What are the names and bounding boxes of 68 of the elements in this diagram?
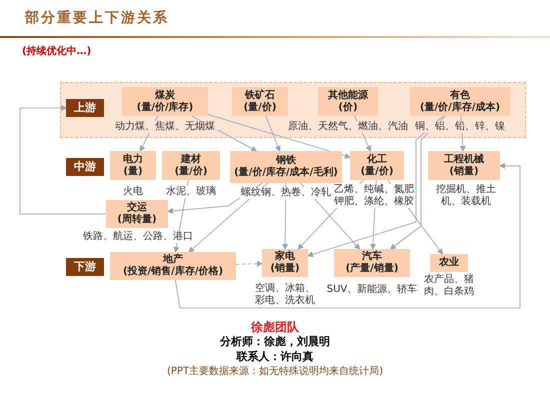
sector-box [334, 249, 410, 277]
tier-tag [66, 158, 104, 176]
credit-line: 分析师：徐彪，刘晨明 [219, 334, 331, 350]
indicator-text: (量/价/库存/成本) [420, 102, 500, 114]
indicator-text: (量/价) [174, 166, 208, 178]
indicator-text: (量/价) [244, 102, 276, 114]
source-note: (PPT主要数据来源：如无特殊说明均来自统计局) [166, 364, 384, 379]
sector-box [110, 252, 236, 280]
sector-name: 工程机械 [444, 154, 484, 166]
sector-name: 建材 [181, 154, 201, 166]
product-list: 动力煤、焦煤、无烟煤 [112, 121, 218, 133]
title: 部分重要上下游关系 [25, 8, 169, 28]
sector-name: 有色 [450, 90, 470, 101]
sector-box [318, 87, 378, 116]
arrow [265, 116, 281, 152]
product-list: 原油、天然气、燃油、汽油 [287, 121, 409, 133]
sector-name: 电力 [123, 154, 143, 166]
arrow [208, 114, 351, 159]
tier-tag [66, 99, 104, 117]
arrow [307, 116, 444, 258]
indicator-text: (量/价/库存/成本/毛利) [234, 167, 338, 179]
product-list: 农产品、猪肉、白条鸡 [422, 274, 476, 298]
sector-box [230, 151, 342, 183]
sector-box [410, 87, 510, 116]
sector-box [162, 151, 220, 180]
sector-box [110, 151, 156, 180]
arrow [20, 105, 106, 214]
product-list: 空调、冰箱、彩电、洗衣机 [255, 283, 315, 307]
indicator-text: (产量/销量) [346, 263, 398, 275]
sector-box [262, 249, 308, 277]
sector-name: 煤炭 [155, 90, 175, 101]
indicator-text: (销量) [270, 263, 300, 275]
sector-name: 汽车 [362, 251, 382, 262]
sector-name: 上游 [74, 102, 96, 114]
product-list: 铁路、航运、公路、港口 [82, 231, 194, 243]
sector-box [232, 87, 288, 116]
sector-name: 下游 [74, 261, 96, 273]
sector-name: 农业 [439, 257, 459, 269]
sector-box [430, 254, 468, 272]
sector-name: 铁矿石 [245, 90, 275, 102]
indicator-text: (销量) [449, 166, 479, 178]
sector-name: 化工 [367, 154, 387, 166]
sector-name: 地产 [163, 254, 183, 265]
indicator-text: (量) [123, 166, 143, 178]
sector-box [106, 200, 168, 228]
indicator-text: (价) [338, 102, 358, 114]
arrow [236, 260, 263, 267]
sector-box [428, 151, 500, 180]
tier-tag [66, 258, 104, 276]
indicator-text: (周转量) [117, 214, 157, 226]
arrow [390, 116, 446, 250]
arrow [174, 162, 520, 308]
product-list: 乙烯、纯碱、氮肥钾肥、涤纶、橡胶 [334, 184, 414, 208]
credit-line: 联系人：许向真 [235, 349, 314, 365]
sector-name: 家电 [275, 251, 295, 262]
sector-box [122, 87, 208, 116]
sector-name: 钢铁 [276, 155, 296, 166]
sector-name: 交运 [127, 202, 147, 214]
sector-name: 中游 [74, 161, 96, 173]
product-list: 铜、铝、铅、锌、镍 [412, 121, 508, 133]
indicator-text: (量/价) [360, 166, 394, 178]
sector-name: 其他能源 [328, 90, 368, 102]
indicator-text: (投资/销售/库存/价格) [122, 266, 224, 278]
credit-line: 徐彪团队 [250, 319, 300, 336]
product-list: 螺纹钢、热卷、冷轧 [240, 187, 332, 199]
sector-box [350, 151, 404, 180]
status-note: (持续优化中…) [22, 44, 92, 59]
indicator-text: (量/价/库存) [136, 102, 194, 114]
